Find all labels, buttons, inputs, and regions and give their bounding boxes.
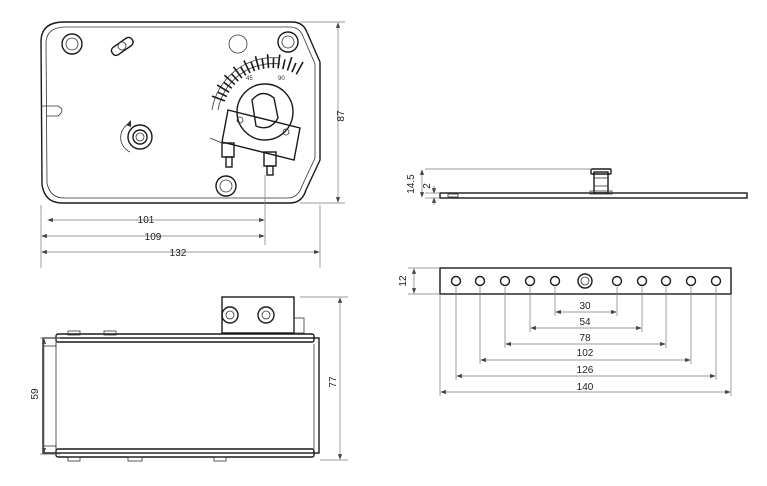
scale-tick bbox=[291, 62, 297, 73]
scale-tick bbox=[217, 91, 228, 98]
mount-hole-bottom bbox=[215, 175, 237, 197]
housing-inner-outline bbox=[45, 26, 316, 199]
clamp-nut-inner bbox=[261, 310, 271, 320]
bracket-hole bbox=[611, 275, 623, 287]
dim-label-126: 126 bbox=[577, 365, 594, 376]
bracket-pin bbox=[593, 171, 609, 194]
actuator-side-view: 59 77 bbox=[30, 296, 348, 462]
mount-hole-top-right bbox=[277, 31, 299, 53]
corner-block bbox=[42, 337, 57, 347]
plate-slot bbox=[447, 193, 459, 198]
scale-tick bbox=[232, 66, 243, 79]
foot bbox=[67, 330, 81, 336]
bracket-side-view: 14.5 2 bbox=[406, 168, 748, 205]
dim-label-87: 87 bbox=[336, 110, 347, 122]
foot bbox=[67, 456, 81, 462]
dim-label-140: 140 bbox=[577, 382, 594, 393]
bracket-center-hole-inner bbox=[580, 276, 590, 286]
body-outline bbox=[42, 337, 320, 454]
bracket-bar bbox=[439, 267, 732, 295]
foot bbox=[127, 456, 143, 462]
dim-label-59: 59 bbox=[30, 388, 41, 400]
dim-label-109: 109 bbox=[145, 232, 162, 243]
mount-hole-inner bbox=[219, 179, 233, 193]
dim-label-54: 54 bbox=[579, 317, 591, 328]
scale-label-45: 45 bbox=[246, 76, 253, 82]
dim-label-78: 78 bbox=[579, 333, 591, 344]
scale-tick bbox=[223, 74, 236, 86]
scale-tick bbox=[277, 54, 281, 69]
dim-label-14-5: 14.5 bbox=[406, 174, 417, 194]
scale-label-90: 90 bbox=[278, 76, 285, 82]
clamp-nut bbox=[257, 306, 275, 324]
scale-tick bbox=[295, 61, 304, 75]
bracket-hole bbox=[710, 275, 722, 287]
clamp-nut bbox=[221, 306, 239, 324]
dim-label-132: 132 bbox=[170, 248, 187, 259]
scale-tick bbox=[261, 58, 265, 69]
scale-tick bbox=[223, 81, 233, 89]
scale-tick bbox=[254, 55, 260, 70]
dim-label-77: 77 bbox=[328, 376, 339, 388]
bracket-hole bbox=[474, 275, 486, 287]
dim-label-30: 30 bbox=[579, 301, 591, 312]
pin-head bbox=[590, 168, 612, 175]
scale-tick bbox=[250, 61, 256, 72]
mount-hole-top-left bbox=[61, 33, 83, 55]
housing-outline bbox=[40, 21, 321, 204]
scale-tick bbox=[216, 84, 230, 93]
rotation-knob-icon bbox=[120, 120, 153, 153]
bracket-hole bbox=[636, 275, 648, 287]
manual-override-icon bbox=[110, 36, 134, 57]
scale-tick bbox=[230, 73, 239, 82]
dim-label-101: 101 bbox=[138, 215, 155, 226]
foot bbox=[103, 330, 117, 336]
indicator-circle bbox=[228, 34, 248, 54]
scale-tick bbox=[282, 59, 286, 70]
clamp-tab bbox=[293, 317, 305, 334]
dim-label-2: 2 bbox=[422, 183, 433, 189]
bracket-center-hole bbox=[577, 273, 593, 289]
dim-label-102: 102 bbox=[577, 348, 594, 359]
bracket-hole bbox=[660, 275, 672, 287]
bracket-hole bbox=[685, 275, 697, 287]
bracket-hole bbox=[524, 275, 536, 287]
scale-tick bbox=[286, 56, 293, 71]
shaft-clamp bbox=[209, 83, 301, 176]
bracket-hole bbox=[499, 275, 511, 287]
scale-tick bbox=[211, 95, 226, 102]
clamp-nut-inner bbox=[225, 310, 235, 320]
notch bbox=[41, 105, 63, 117]
scale-tick bbox=[239, 66, 247, 76]
scale-tick bbox=[266, 54, 270, 69]
angle-scale: 45 90 bbox=[211, 54, 304, 111]
mount-hole-inner bbox=[281, 35, 295, 49]
foot bbox=[213, 456, 227, 462]
scale-tick bbox=[243, 60, 251, 74]
bracket-hole bbox=[450, 275, 462, 287]
dim-label-12: 12 bbox=[398, 275, 409, 287]
bracket-top-view: 12 140 30 54 78 102 126 bbox=[398, 267, 732, 396]
pin-base bbox=[589, 190, 613, 195]
mount-hole-inner bbox=[65, 37, 79, 51]
actuator-top-view: 45 90 101 109 132 87 bbox=[40, 21, 347, 268]
bracket-hole bbox=[549, 275, 561, 287]
